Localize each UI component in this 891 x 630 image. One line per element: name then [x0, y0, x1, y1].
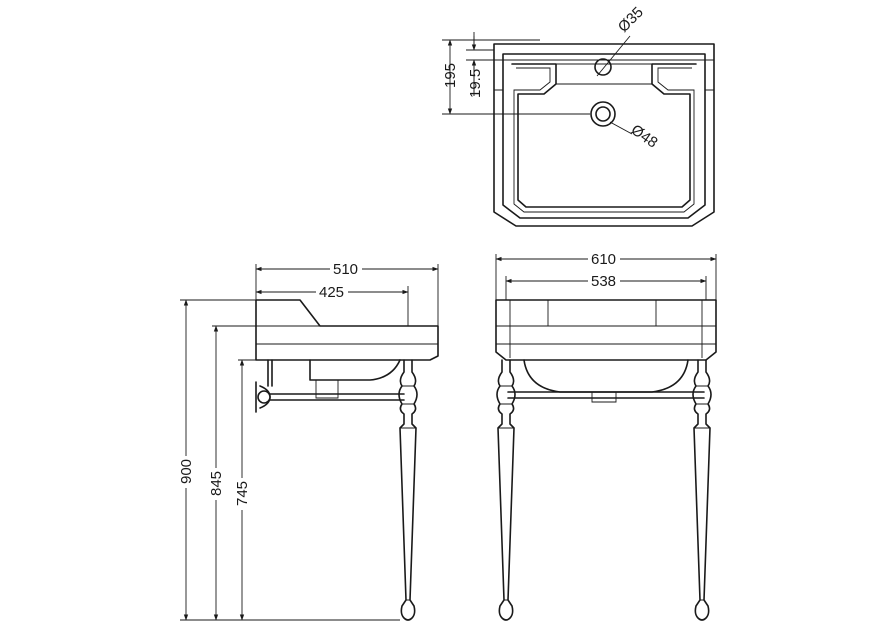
- bowl-front-underside: [523, 359, 689, 393]
- side-leg: [398, 359, 418, 621]
- waste-outlet-outer: [590, 101, 616, 127]
- front-leg-right: [692, 359, 712, 621]
- overall-width-label: 610: [591, 251, 616, 268]
- label-bg: [330, 260, 362, 276]
- bowl-depth-label: 425: [319, 284, 344, 301]
- label-bg: [206, 468, 226, 500]
- front-leg-left: [496, 359, 516, 621]
- height-to-bowl-label: 845: [208, 471, 225, 496]
- bracket-stem: [267, 359, 273, 387]
- bowl-outline: [511, 63, 697, 208]
- front-leg-left-detail: [498, 385, 514, 601]
- waste-front: [591, 392, 617, 403]
- label-bg: [176, 456, 196, 488]
- basin-side-body: [255, 299, 439, 361]
- label-bg: [588, 250, 620, 266]
- dim-extension-lines: [442, 39, 590, 115]
- leg-span-label: 538: [591, 273, 616, 290]
- overall-height-label: 900: [178, 459, 195, 484]
- label-bg: [588, 272, 620, 288]
- side-height-ext: [180, 299, 400, 621]
- depth-to-waste-label: 195: [442, 63, 459, 88]
- tap-platform-line: [556, 63, 652, 85]
- waste-diameter-label: Ø48: [628, 121, 661, 151]
- tap-hole-leader: [596, 35, 631, 77]
- tap-hole-diameter-label: Ø35: [615, 4, 647, 36]
- overall-depth-label: 510: [333, 261, 358, 278]
- basin-front-body: [495, 299, 717, 361]
- label-bg: [232, 478, 252, 510]
- waste-leader: [609, 121, 633, 135]
- basin-outline-top: [493, 43, 715, 227]
- label-bg: [316, 283, 348, 299]
- wall-bracket-nut: [257, 390, 271, 404]
- top-view: Ø35 Ø48 195 19.5: [442, 4, 715, 227]
- front-view: 610 538: [495, 250, 717, 621]
- basin-side-rim-line: [256, 325, 438, 345]
- front-leg-right-detail: [694, 385, 710, 601]
- front-rail: [507, 391, 705, 399]
- tap-hole: [594, 58, 612, 76]
- side-view: 510 425 900 845 745: [176, 260, 439, 621]
- side-leg-detail: [400, 385, 416, 601]
- basin-front-rim-lines: [496, 300, 716, 358]
- height-to-rail-label: 745: [234, 481, 251, 506]
- side-rail: [269, 393, 405, 401]
- bowl-side-underside: [309, 359, 401, 381]
- rim-inner-outline: [502, 53, 706, 219]
- bowl-inner-outline: [513, 67, 695, 213]
- rim-offset-label: 19.5: [467, 69, 484, 98]
- waste-side: [315, 380, 339, 399]
- front-width-ext: [495, 254, 717, 300]
- waste-outlet-inner: [595, 106, 611, 122]
